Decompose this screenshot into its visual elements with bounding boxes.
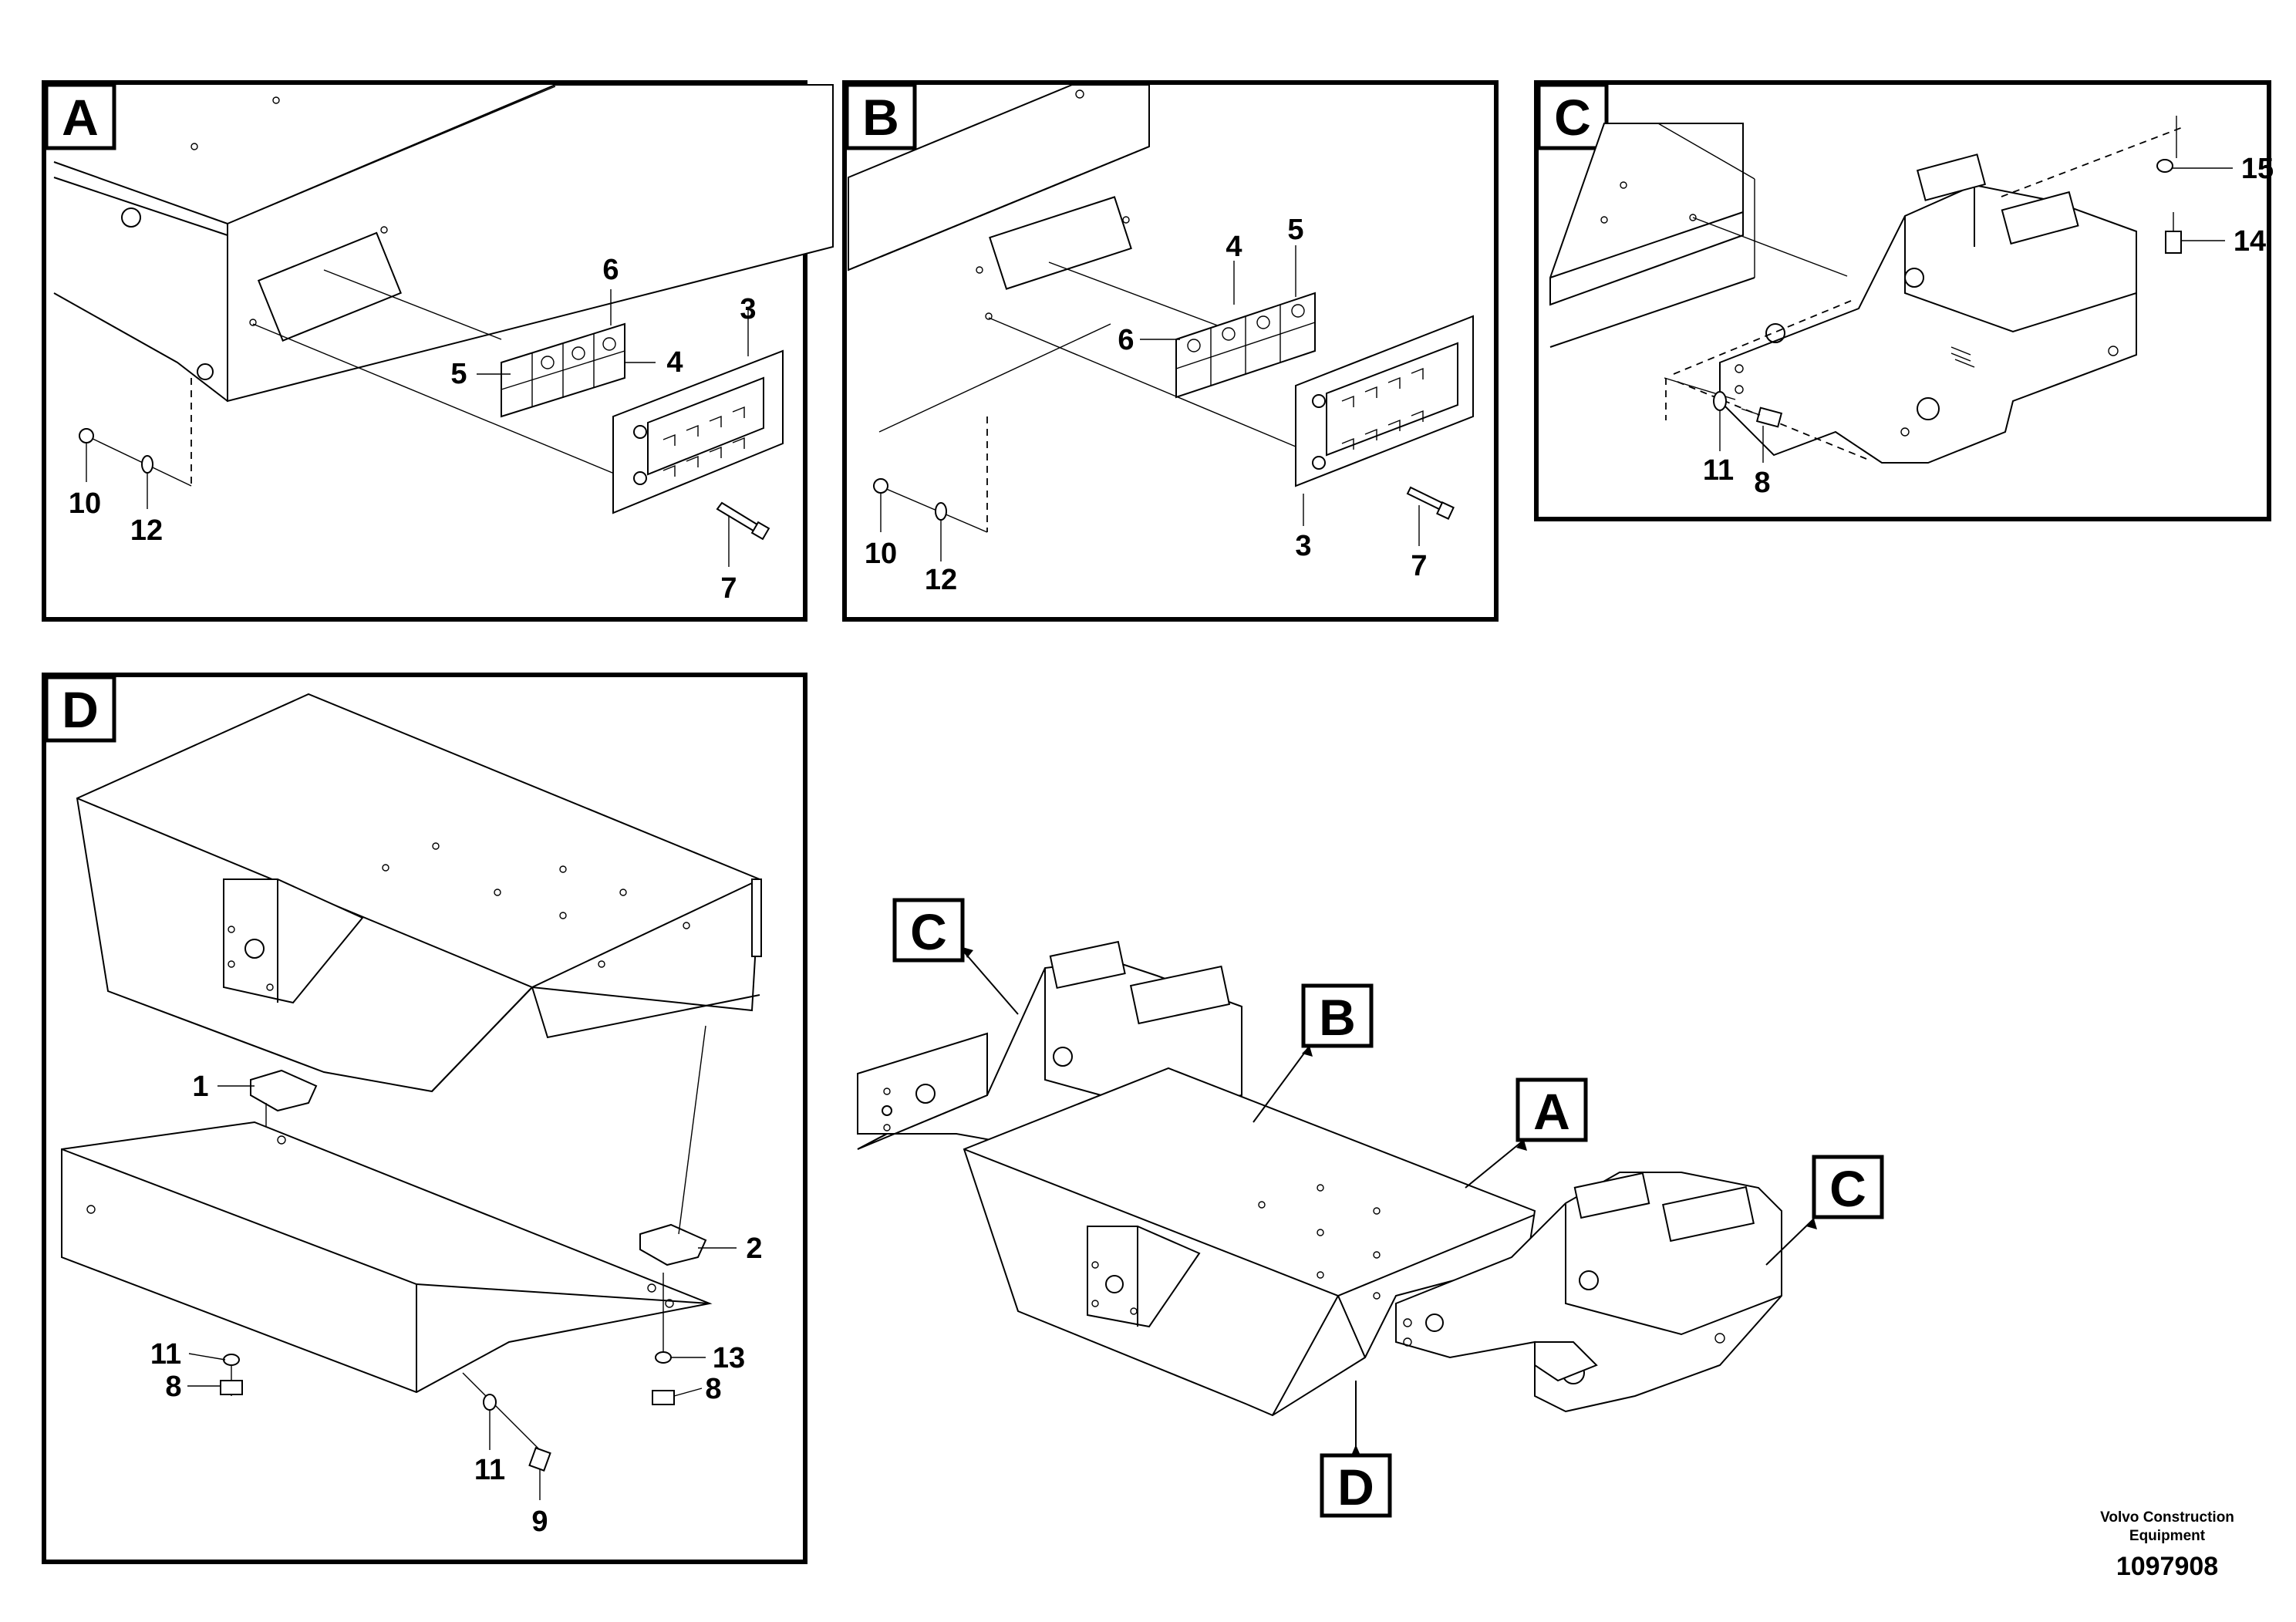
panel-a-callout-3: 3 <box>740 293 756 325</box>
panel-a: A <box>42 80 834 622</box>
panel-a-terminal-blocks <box>501 322 625 418</box>
document-number: 1097908 <box>2116 1552 2218 1581</box>
panel-c-callout-15: 15 <box>2241 153 2274 185</box>
panel-b-callout-5: 5 <box>1287 214 1303 246</box>
panel-b-callout-10: 10 <box>865 538 897 570</box>
panel-b-callout-4: 4 <box>1226 231 1242 263</box>
panel-d-bottom-plate <box>61 1121 713 1394</box>
panel-d-callout-1: 1 <box>192 1071 208 1103</box>
panel-c-callout-14: 14 <box>2234 225 2266 258</box>
panel-b-callout-12: 12 <box>925 564 957 596</box>
panel-d-callout-11-right: 13 <box>713 1342 745 1374</box>
overview-callout-tags: C B A C D <box>892 898 1884 1518</box>
panel-c: C <box>1534 80 2274 521</box>
company-name-line1: Volvo Construction <box>2100 1509 2234 1526</box>
panel-a-callout-4: 4 <box>666 346 683 379</box>
company-name-line2: Equipment <box>2129 1528 2206 1544</box>
panel-d-callout-11-left: 11 <box>150 1338 181 1371</box>
panel-a-tag: A <box>62 89 99 146</box>
panel-b-callout-3: 3 <box>1295 530 1311 562</box>
panel-d-callout-9: 9 <box>531 1506 548 1538</box>
panel-a-callout-5: 5 <box>450 358 467 390</box>
panel-a-screw <box>716 501 770 541</box>
panel-d-callout-8-right: 8 <box>705 1373 721 1405</box>
panel-c-tag: C <box>1554 89 1591 146</box>
panel-d-callout-2: 2 <box>746 1233 762 1265</box>
overview-tag-a: A <box>1533 1083 1570 1140</box>
overview-assembly <box>857 940 1782 1417</box>
panel-c-callout-8: 8 <box>1754 467 1770 499</box>
panel-b-tag: B <box>862 89 899 146</box>
panel-b-screw <box>1406 486 1455 520</box>
panel-b-box-drawing <box>848 84 1335 533</box>
panel-a-callout-10: 10 <box>69 487 101 520</box>
overview-tag-c-right: C <box>1829 1160 1866 1217</box>
panel-b-callout-6: 6 <box>1118 324 1134 356</box>
panel-d-leaders <box>187 1085 737 1500</box>
panel-a-callout-12: 12 <box>130 514 163 547</box>
panel-b-callout-7: 7 <box>1411 550 1427 582</box>
panel-c-box-drawing <box>1549 123 1848 348</box>
panel-d-top-cover <box>76 693 762 1093</box>
panel-c-callout-11: 11 <box>1703 454 1734 487</box>
overview-tag-b: B <box>1319 989 1356 1046</box>
panel-b-terminal-blocks <box>1175 292 1316 399</box>
panel-b: B <box>842 80 1499 622</box>
panel-d-plates <box>250 1069 707 1266</box>
panel-a-box-drawing <box>53 84 834 487</box>
panel-a-callout-7: 7 <box>720 572 737 605</box>
panel-a-leaders <box>86 289 749 567</box>
panel-d: D <box>42 673 807 1564</box>
overview-tag-d: D <box>1337 1458 1374 1516</box>
panel-c-leaders <box>1719 167 2233 463</box>
panel-d-callout-8-left: 8 <box>165 1371 181 1403</box>
footer: Volvo Construction Equipment 1097908 <box>2100 1509 2234 1581</box>
panel-d-hardware <box>220 1351 675 1472</box>
overview-tag-c-left: C <box>910 903 947 960</box>
panel-a-callout-6: 6 <box>602 254 619 286</box>
panel-c-bracket <box>1719 153 2137 464</box>
panel-a-frame-part <box>612 349 784 514</box>
panel-b-leaders <box>880 245 1420 561</box>
panel-b-frame-part <box>1295 315 1474 487</box>
panel-d-callout-13: 11 <box>474 1454 505 1486</box>
panel-d-tag: D <box>62 681 99 738</box>
panel-a-hardware <box>79 428 153 474</box>
panel-b-hardware <box>873 478 947 521</box>
panel-c-hardware <box>1713 116 2182 428</box>
